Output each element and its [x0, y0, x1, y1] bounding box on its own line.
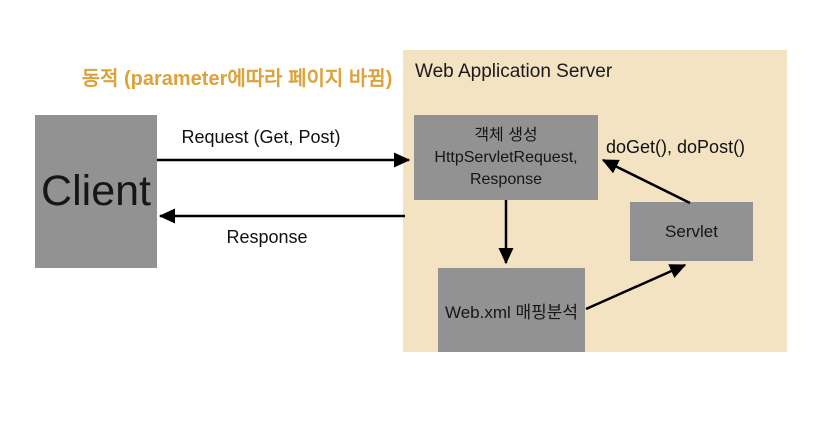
object-creation-line1: 객체 생성: [474, 126, 538, 144]
request-arrow-label: Request (Get, Post): [181, 127, 341, 147]
object-creation-line2: HttpServletRequest,: [434, 148, 578, 166]
client-label: Client: [41, 167, 151, 215]
panel-title: Web Application Server: [415, 61, 613, 82]
client-box: Client: [35, 115, 157, 268]
webxml-label: Web.xml 매핑분석: [444, 302, 579, 322]
servlet-box: Servlet: [630, 202, 753, 261]
servlet-label: Servlet: [665, 221, 718, 241]
object-creation-box: 객체 생성 HttpServletRequest, Response: [414, 115, 598, 200]
object-creation-line3: Response: [469, 170, 543, 188]
doget-dopost-label: doGet(), doPost(): [606, 137, 746, 157]
dynamic-caption: 동적 (parameter에따라 페이지 바뀜): [81, 68, 393, 90]
response-arrow-label: Response: [226, 227, 308, 247]
webxml-mapping-box: Web.xml 매핑분석: [438, 268, 585, 352]
